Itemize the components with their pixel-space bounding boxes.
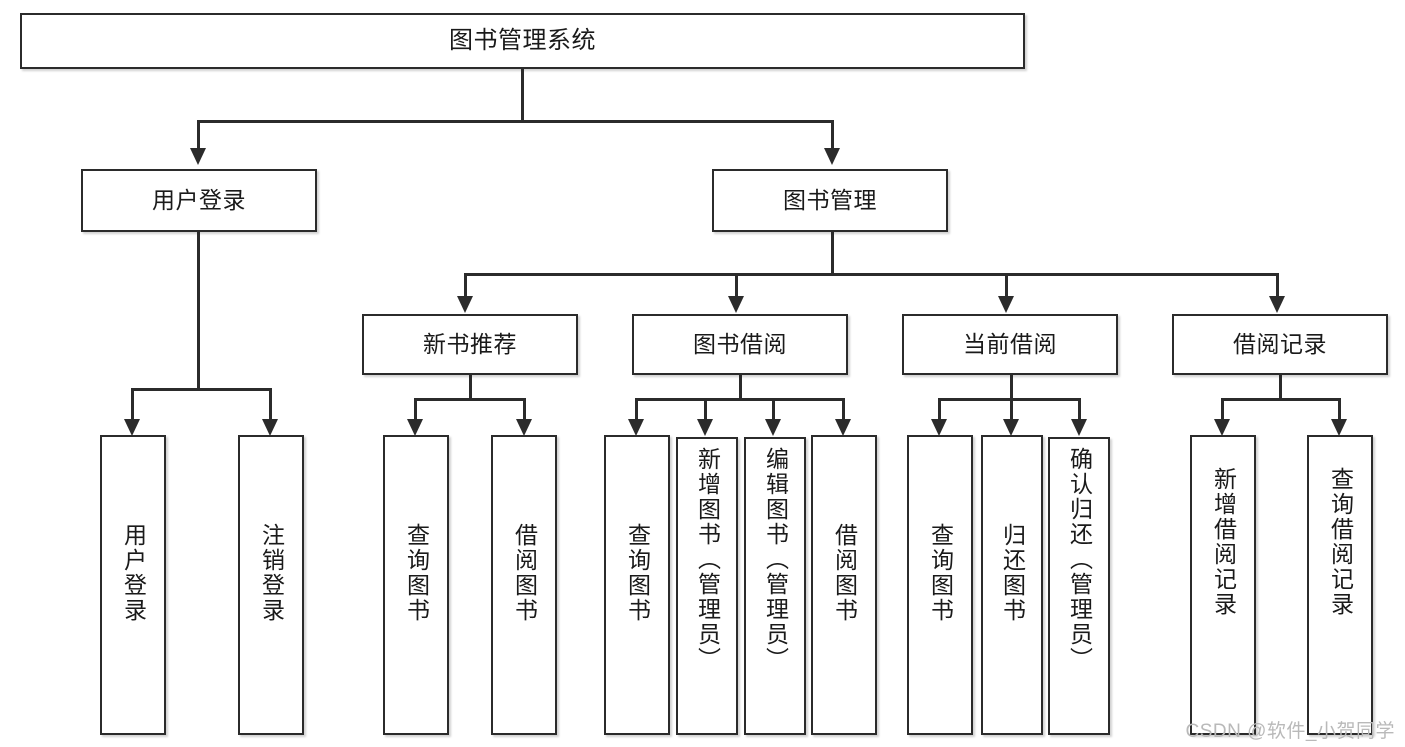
edge-borrow-record-stem: [1279, 375, 1282, 399]
node-label: 用户登录: [120, 523, 147, 623]
leaf-borrow-book[interactable]: 借阅图书: [811, 435, 877, 735]
arrow-bb-to-leaf-4: [835, 419, 851, 436]
edge-root-stem: [521, 69, 524, 121]
arrow-bm-to-borrow-record: [1269, 296, 1285, 313]
edge-user-login-to-leaf-2: [269, 388, 272, 420]
edge-bb-to-leaf-2: [704, 398, 707, 420]
edge-bm-to-book-borrow: [735, 273, 738, 297]
node-label: 归还图书: [999, 523, 1026, 623]
node-label: 注销登录: [258, 523, 285, 623]
arrow-br-to-leaf-1: [1214, 419, 1230, 436]
node-label: 查询图书: [624, 523, 651, 623]
edge-bm-to-borrow-record: [1276, 273, 1279, 297]
arrow-bm-to-new-book: [457, 296, 473, 313]
edge-book-borrow-bus: [635, 398, 844, 401]
arrow-bb-to-leaf-1: [628, 419, 644, 436]
edge-root-bus: [197, 120, 834, 123]
edge-user-login-stem: [197, 232, 200, 389]
arrow-root-to-user-login: [190, 148, 206, 165]
edge-bb-to-leaf-1: [635, 398, 638, 420]
node-label: 查询图书: [403, 523, 430, 623]
node-label: 图书借阅: [693, 331, 787, 358]
node-label: 确认归还（管理员）: [1066, 447, 1093, 672]
node-new-book-recommend[interactable]: 新书推荐: [362, 314, 578, 375]
leaf-query-borrow-record[interactable]: 查询借阅记录: [1307, 435, 1373, 735]
edge-book-management-stem: [831, 232, 834, 274]
edge-current-borrow-stem: [1010, 375, 1013, 399]
node-root-book-management-system[interactable]: 图书管理系统: [20, 13, 1025, 69]
node-label: 图书管理: [783, 187, 877, 214]
node-book-management[interactable]: 图书管理: [712, 169, 948, 232]
arrow-user-login-to-leaf-2: [262, 419, 278, 436]
watermark-text: CSDN @软件_小贺同学: [1185, 721, 1395, 742]
edge-new-book-to-leaf-1: [414, 398, 417, 420]
leaf-confirm-return-admin[interactable]: 确认归还（管理员）: [1048, 437, 1110, 735]
edge-book-management-bus: [464, 273, 1276, 276]
node-user-login[interactable]: 用户登录: [81, 169, 317, 232]
edge-bm-to-new-book: [464, 273, 467, 297]
node-label: 当前借阅: [963, 331, 1057, 358]
leaf-borrow-book-recommend[interactable]: 借阅图书: [491, 435, 557, 735]
arrow-bb-to-leaf-2: [697, 419, 713, 436]
node-label: 借阅图书: [511, 523, 538, 623]
edge-user-login-to-leaf-1: [131, 388, 134, 420]
leaf-query-book-current[interactable]: 查询图书: [907, 435, 973, 735]
node-label: 编辑图书（管理员）: [762, 447, 789, 672]
edge-bb-to-leaf-4: [842, 398, 845, 420]
edge-new-book-to-leaf-2: [523, 398, 526, 420]
leaf-add-borrow-record[interactable]: 新增借阅记录: [1190, 435, 1256, 735]
node-book-borrow[interactable]: 图书借阅: [632, 314, 848, 375]
edge-cb-to-leaf-3: [1078, 398, 1081, 420]
edge-root-to-user-login: [197, 120, 200, 148]
node-label: 借阅图书: [831, 523, 858, 623]
node-label: 新书推荐: [423, 331, 517, 358]
edge-bm-to-current-borrow: [1005, 273, 1008, 297]
edge-cb-to-leaf-2: [1010, 398, 1013, 420]
arrow-root-to-book-management: [824, 148, 840, 165]
edge-br-to-leaf-2: [1338, 398, 1341, 420]
arrow-user-login-to-leaf-1: [124, 419, 140, 436]
edge-bb-to-leaf-3: [772, 398, 775, 420]
arrow-cb-to-leaf-3: [1071, 419, 1087, 436]
leaf-query-book-recommend[interactable]: 查询图书: [383, 435, 449, 735]
node-label: 查询图书: [927, 523, 954, 623]
edge-borrow-record-bus: [1221, 398, 1340, 401]
arrow-new-book-to-leaf-2: [516, 419, 532, 436]
edge-root-to-book-management: [831, 120, 834, 148]
edge-new-book-stem: [469, 375, 472, 399]
node-current-borrow[interactable]: 当前借阅: [902, 314, 1118, 375]
arrow-cb-to-leaf-2: [1003, 419, 1019, 436]
leaf-logout[interactable]: 注销登录: [238, 435, 304, 735]
node-label: 图书管理系统: [449, 27, 596, 55]
leaf-edit-book-admin[interactable]: 编辑图书（管理员）: [744, 437, 806, 735]
arrow-bm-to-current-borrow: [998, 296, 1014, 313]
edge-current-borrow-bus: [938, 398, 1080, 401]
arrow-br-to-leaf-2: [1331, 419, 1347, 436]
edge-br-to-leaf-1: [1221, 398, 1224, 420]
node-label: 新增借阅记录: [1210, 467, 1237, 617]
node-label: 借阅记录: [1233, 331, 1327, 358]
leaf-return-book[interactable]: 归还图书: [981, 435, 1043, 735]
node-borrow-record[interactable]: 借阅记录: [1172, 314, 1388, 375]
leaf-add-book-admin[interactable]: 新增图书（管理员）: [676, 437, 738, 735]
node-label: 查询借阅记录: [1327, 467, 1354, 617]
edge-user-login-bus: [131, 388, 270, 391]
leaf-user-login[interactable]: 用户登录: [100, 435, 166, 735]
arrow-new-book-to-leaf-1: [407, 419, 423, 436]
node-label: 用户登录: [152, 187, 246, 214]
edge-new-book-bus: [414, 398, 525, 401]
arrow-bm-to-book-borrow: [728, 296, 744, 313]
leaf-query-book-borrow[interactable]: 查询图书: [604, 435, 670, 735]
edge-cb-to-leaf-1: [938, 398, 941, 420]
arrow-bb-to-leaf-3: [765, 419, 781, 436]
node-label: 新增图书（管理员）: [694, 447, 721, 672]
edge-book-borrow-stem: [739, 375, 742, 399]
arrow-cb-to-leaf-1: [931, 419, 947, 436]
